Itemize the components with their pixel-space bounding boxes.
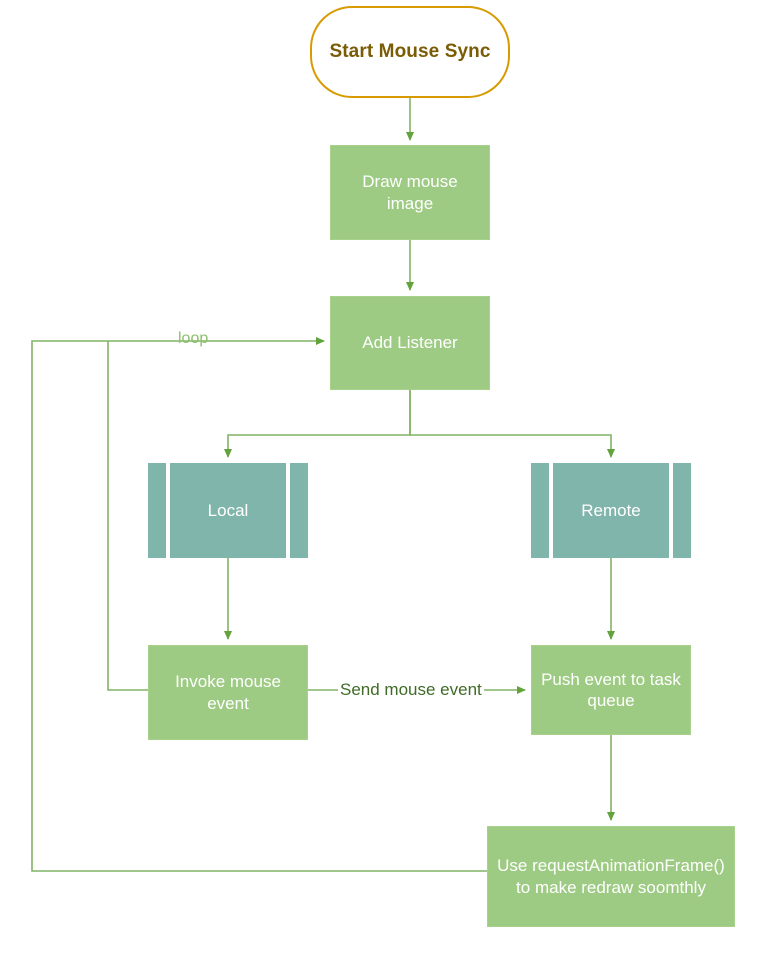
node-remote[interactable]: Remote xyxy=(531,463,691,558)
node-invoke-mouse-event[interactable]: Invoke mouse event xyxy=(148,645,308,740)
node-remote-label: Remote xyxy=(581,500,641,520)
node-draw-mouse-image[interactable]: Draw mouse image xyxy=(330,145,490,240)
node-add-listener[interactable]: Add Listener xyxy=(330,296,490,390)
edge-label-send-mouse-event: Send mouse event xyxy=(338,680,484,700)
node-add-listener-label: Add Listener xyxy=(362,333,458,353)
node-push-event-to-task-queue[interactable]: Push event to task queue xyxy=(531,645,691,735)
predef-left-bar-local xyxy=(148,463,166,558)
node-invoke-mouse-event-label: Invoke mouse event xyxy=(175,672,281,713)
node-request-animation-frame[interactable]: Use requestAnimationFrame() to make redr… xyxy=(487,826,735,927)
edge-listener-to-local xyxy=(224,390,411,458)
edge-listener-to-remote xyxy=(409,390,615,458)
predef-body-remote xyxy=(553,463,669,558)
predef-right-bar-remote xyxy=(673,463,691,558)
predef-body-local xyxy=(170,463,286,558)
node-start-mouse-sync[interactable]: Start Mouse Sync xyxy=(310,6,510,98)
node-local-label: Local xyxy=(207,500,249,520)
node-push-event-to-task-queue-label: Push event to task queue xyxy=(541,669,681,710)
predef-left-bar-remote xyxy=(531,463,549,558)
node-start-mouse-sync-label: Start Mouse Sync xyxy=(329,41,491,63)
predef-right-bar-local xyxy=(290,463,308,558)
edge-label-loop: loop xyxy=(178,330,209,347)
node-local[interactable]: Local xyxy=(148,463,308,558)
edge-raf-to-listener xyxy=(31,340,487,872)
node-draw-mouse-image-label: Draw mouse image xyxy=(362,172,458,213)
node-request-animation-frame-label: Use requestAnimationFrame() to make redr… xyxy=(497,856,725,897)
edge-invoke-to-listener-loop xyxy=(107,337,325,691)
